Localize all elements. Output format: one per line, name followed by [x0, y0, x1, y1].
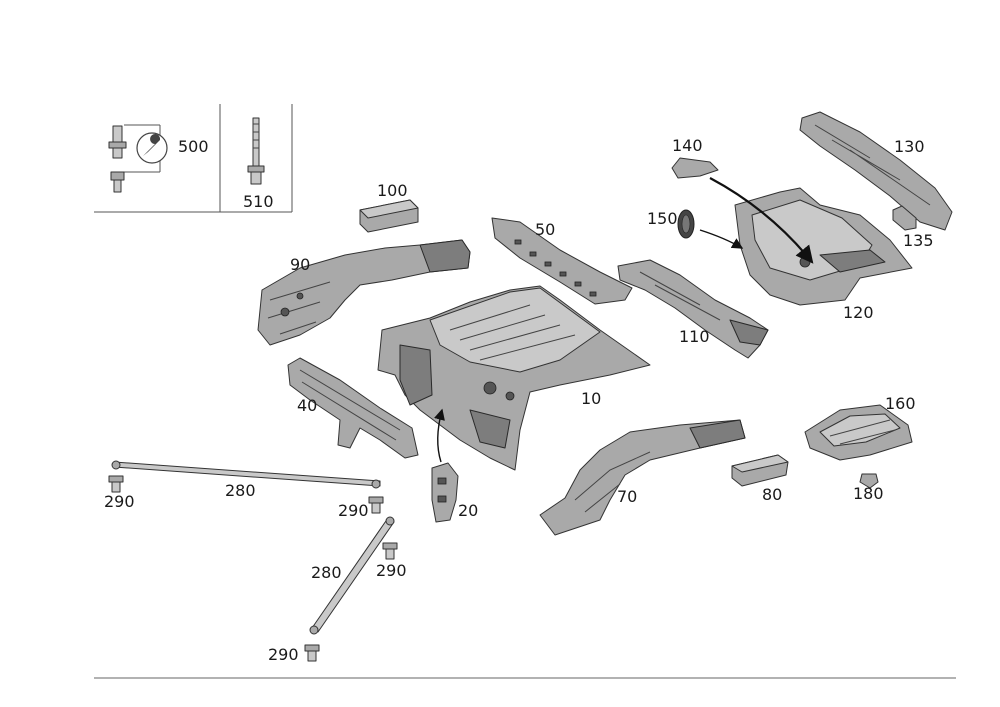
label-80: 80 [762, 485, 782, 504]
label-135: 135 [903, 231, 934, 250]
label-90: 90 [290, 255, 310, 274]
label-10: 10 [581, 389, 601, 408]
arrow-20-to-10 [434, 408, 445, 463]
part-70 [539, 419, 746, 536]
label-290-a: 290 [104, 492, 135, 511]
label-120: 120 [843, 303, 874, 322]
part-280-lower [309, 516, 395, 635]
fastener-inset [94, 104, 293, 213]
wrench-icon [136, 132, 168, 164]
part-100 [359, 199, 419, 233]
label-100: 100 [377, 181, 408, 200]
part-160 [804, 404, 913, 461]
part-20 [431, 462, 459, 523]
bolt-290-b [368, 496, 384, 514]
label-130: 130 [894, 137, 925, 156]
label-150: 150 [647, 209, 678, 228]
part-150 [677, 209, 695, 239]
label-290-d: 290 [268, 645, 299, 664]
part-130 [799, 111, 953, 231]
stud-bolt-icon [108, 125, 127, 193]
label-50: 50 [535, 220, 555, 239]
part-180 [859, 473, 879, 489]
part-110 [617, 259, 769, 359]
label-500: 500 [178, 137, 209, 156]
label-510: 510 [243, 192, 274, 211]
label-20: 20 [458, 501, 478, 520]
part-140 [671, 157, 719, 179]
label-290-c: 290 [376, 561, 407, 580]
label-280-upper: 280 [225, 481, 256, 500]
bolt-290-c [382, 542, 398, 560]
arrow-140-to-120 [709, 177, 814, 264]
part-50 [491, 217, 633, 305]
part-40 [287, 357, 419, 459]
bolt-290-a [108, 475, 124, 493]
part-80 [731, 454, 789, 487]
part-10 [377, 285, 651, 471]
label-160: 160 [885, 394, 916, 413]
label-110: 110 [679, 327, 710, 346]
label-40: 40 [297, 396, 317, 415]
label-280-lower: 280 [311, 563, 342, 582]
part-90 [257, 239, 471, 346]
bolt-290-d [304, 644, 320, 662]
arrow-150-to-120 [699, 229, 744, 249]
part-120 [734, 187, 913, 306]
part-280-upper [111, 460, 381, 489]
part-135 [892, 205, 917, 231]
label-180: 180 [853, 484, 884, 503]
rivet-stud-icon [247, 117, 265, 185]
label-290-b: 290 [338, 501, 369, 520]
label-140: 140 [672, 136, 703, 155]
label-70: 70 [617, 487, 637, 506]
